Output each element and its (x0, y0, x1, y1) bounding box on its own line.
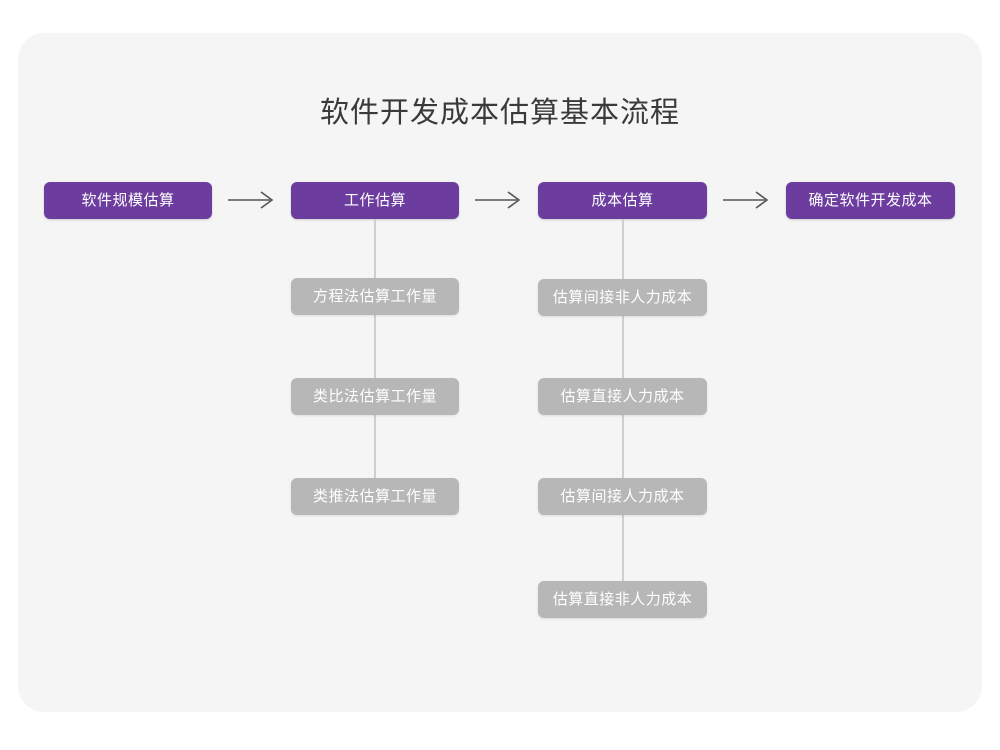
stage-node-1[interactable]: 软件规模估算 (44, 182, 212, 219)
connector-stage3-sub1-to-sub2 (622, 316, 624, 378)
connector-stage2-sub1-to-sub2 (374, 315, 376, 378)
connector-stage3-sub3-to-sub4 (622, 515, 624, 581)
arrow-stage2-to-stage3 (475, 189, 523, 211)
substep-node-stage3-1[interactable]: 估算间接非人力成本 (538, 279, 707, 316)
arrow-stage1-to-stage2 (228, 189, 276, 211)
stage-node-3[interactable]: 成本估算 (538, 182, 707, 219)
stage-node-4[interactable]: 确定软件开发成本 (786, 182, 955, 219)
substep-node-stage3-2[interactable]: 估算直接人力成本 (538, 378, 707, 415)
connector-stage2-sub2-to-sub3 (374, 415, 376, 478)
connector-stage3-sub2-to-sub3 (622, 415, 624, 478)
stage-node-2[interactable]: 工作估算 (291, 182, 459, 219)
connector-stage3-to-sub1 (622, 219, 624, 279)
substep-node-stage3-3[interactable]: 估算间接人力成本 (538, 478, 707, 515)
connector-stage2-to-sub1 (374, 219, 376, 278)
card-background (18, 33, 982, 712)
arrow-stage3-to-stage4 (723, 189, 771, 211)
substep-node-stage2-1[interactable]: 方程法估算工作量 (291, 278, 459, 315)
substep-node-stage2-3[interactable]: 类推法估算工作量 (291, 478, 459, 515)
page-title: 软件开发成本估算基本流程 (319, 97, 680, 129)
substep-node-stage2-2[interactable]: 类比法估算工作量 (291, 378, 459, 415)
substep-node-stage3-4[interactable]: 估算直接非人力成本 (538, 581, 707, 618)
